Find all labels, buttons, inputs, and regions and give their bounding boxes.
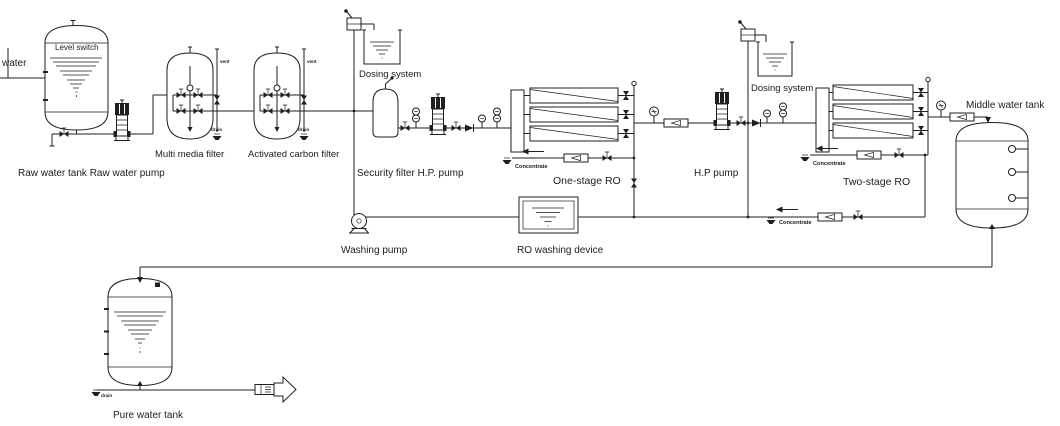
pump-icon [113,99,131,141]
pressure-gauge-icon [493,107,501,129]
pure-water-tank [91,277,297,404]
raw-water-pump [113,99,131,141]
check-valve-icon [464,123,474,133]
label-multi-media-filter: Multi media filter [155,149,224,160]
pipe-junctions [352,109,927,219]
pressure-gauge-icon [649,106,659,124]
valve-icon [631,178,637,188]
to-user-arrow-icon [273,375,297,404]
water-level-icon [114,311,166,353]
ro-washing-device [518,196,579,234]
label-one-stage-ro: One-stage RO [553,175,621,187]
label-washing-pump: Washing pump [341,245,408,256]
label-dosing-system-1: Dosing system [359,69,421,80]
tank-port-icon [1008,145,1016,153]
pressure-gauge-icon [412,107,420,129]
pressure-gauge-icon [478,114,486,129]
dosing-pump-icon [343,8,362,31]
valve-icon [400,121,410,132]
flow-direction-arrow-icon [521,148,545,155]
washing-pump [349,213,369,234]
label-middle-water-tank: Middle water tank [966,100,1045,111]
dosing-system-2 [737,19,794,77]
valve-icon [853,210,863,221]
flow-meter-icon [856,150,882,160]
label-concentrate-3: Concentrate [779,220,812,226]
label-drain-1: drain [211,127,222,132]
flow-meter-icon [949,112,975,122]
valve-icon [451,121,461,132]
vent-fitting-icon [925,76,931,83]
label-drain-2: drain [298,127,309,132]
label-concentrate-2: Concentrate [813,161,846,167]
label-vent-2: vent [307,59,317,64]
drain-icon [91,389,101,397]
flow-direction-arrow-icon [775,206,799,213]
flow-meter-icon [663,118,689,128]
hp-pump-icon [429,93,447,135]
pressure-gauge-icon [779,102,787,124]
label-activated-carbon-filter: Activated carbon filter [248,149,339,160]
label-water-inlet: water [1,58,27,69]
check-valve-icon [751,118,761,128]
flow-meter-icon [563,153,589,163]
water-level-icon [50,57,102,97]
raw-water-tank [43,20,109,138]
drain-icon [502,157,512,165]
label-ro-washing-device: RO washing device [517,245,604,256]
label-two-stage-ro: Two-stage RO [843,176,910,188]
label-hp-pump-2: H.P pump [694,168,739,179]
hp-pump-icon [713,88,731,130]
valve-icon [736,116,746,127]
piping-network [0,30,993,391]
tank-port-icon [1008,168,1016,176]
label-raw-water: Raw water tank Raw water pump [18,168,165,179]
flow-arrow-icon [137,277,143,283]
drain-icon [800,154,810,162]
two-stage-ro [815,76,931,155]
valve-icon [894,148,904,159]
two-stage-product-line [936,100,991,123]
label-concentrate-1: Concentrate [515,164,548,170]
flow-meter-icon [817,212,843,222]
label-pure-water-tank: Pure water tank [113,410,184,421]
vent-fitting-icon [631,80,637,87]
delivery-meter-icon [254,384,275,395]
flow-arrow-icon [137,381,143,386]
tank-top-fitting-icon [155,282,160,287]
label-security-filter-hp-pump: Security filter H.P. pump [357,168,464,179]
flow-arrow-icon [985,117,991,123]
centrifugal-pump-icon [351,213,367,229]
drain-icon [766,217,776,225]
dosing-tank-icon [756,41,794,77]
label-level-switch: Level switch [55,43,99,52]
label-dosing-system-2: Dosing system [751,83,813,94]
label-drain-pure-tank: drain [101,393,112,398]
valve-icon [602,151,612,162]
one-stage-ro [510,80,637,158]
level-switch-probe-icon [104,308,109,355]
pressure-gauge-icon [763,109,771,124]
middle-water-tank [955,121,1029,229]
pressure-gauge-icon [936,100,946,118]
tank-port-icon [1008,194,1016,202]
flow-arrow-icon [989,224,995,229]
dosing-tank-icon [362,29,402,65]
label-vent-1: vent [220,59,230,64]
dosing-pump-icon [737,19,756,42]
security-filter [372,76,399,138]
dosing-system-1 [343,8,402,65]
level-switch-probe-icon [43,71,48,101]
